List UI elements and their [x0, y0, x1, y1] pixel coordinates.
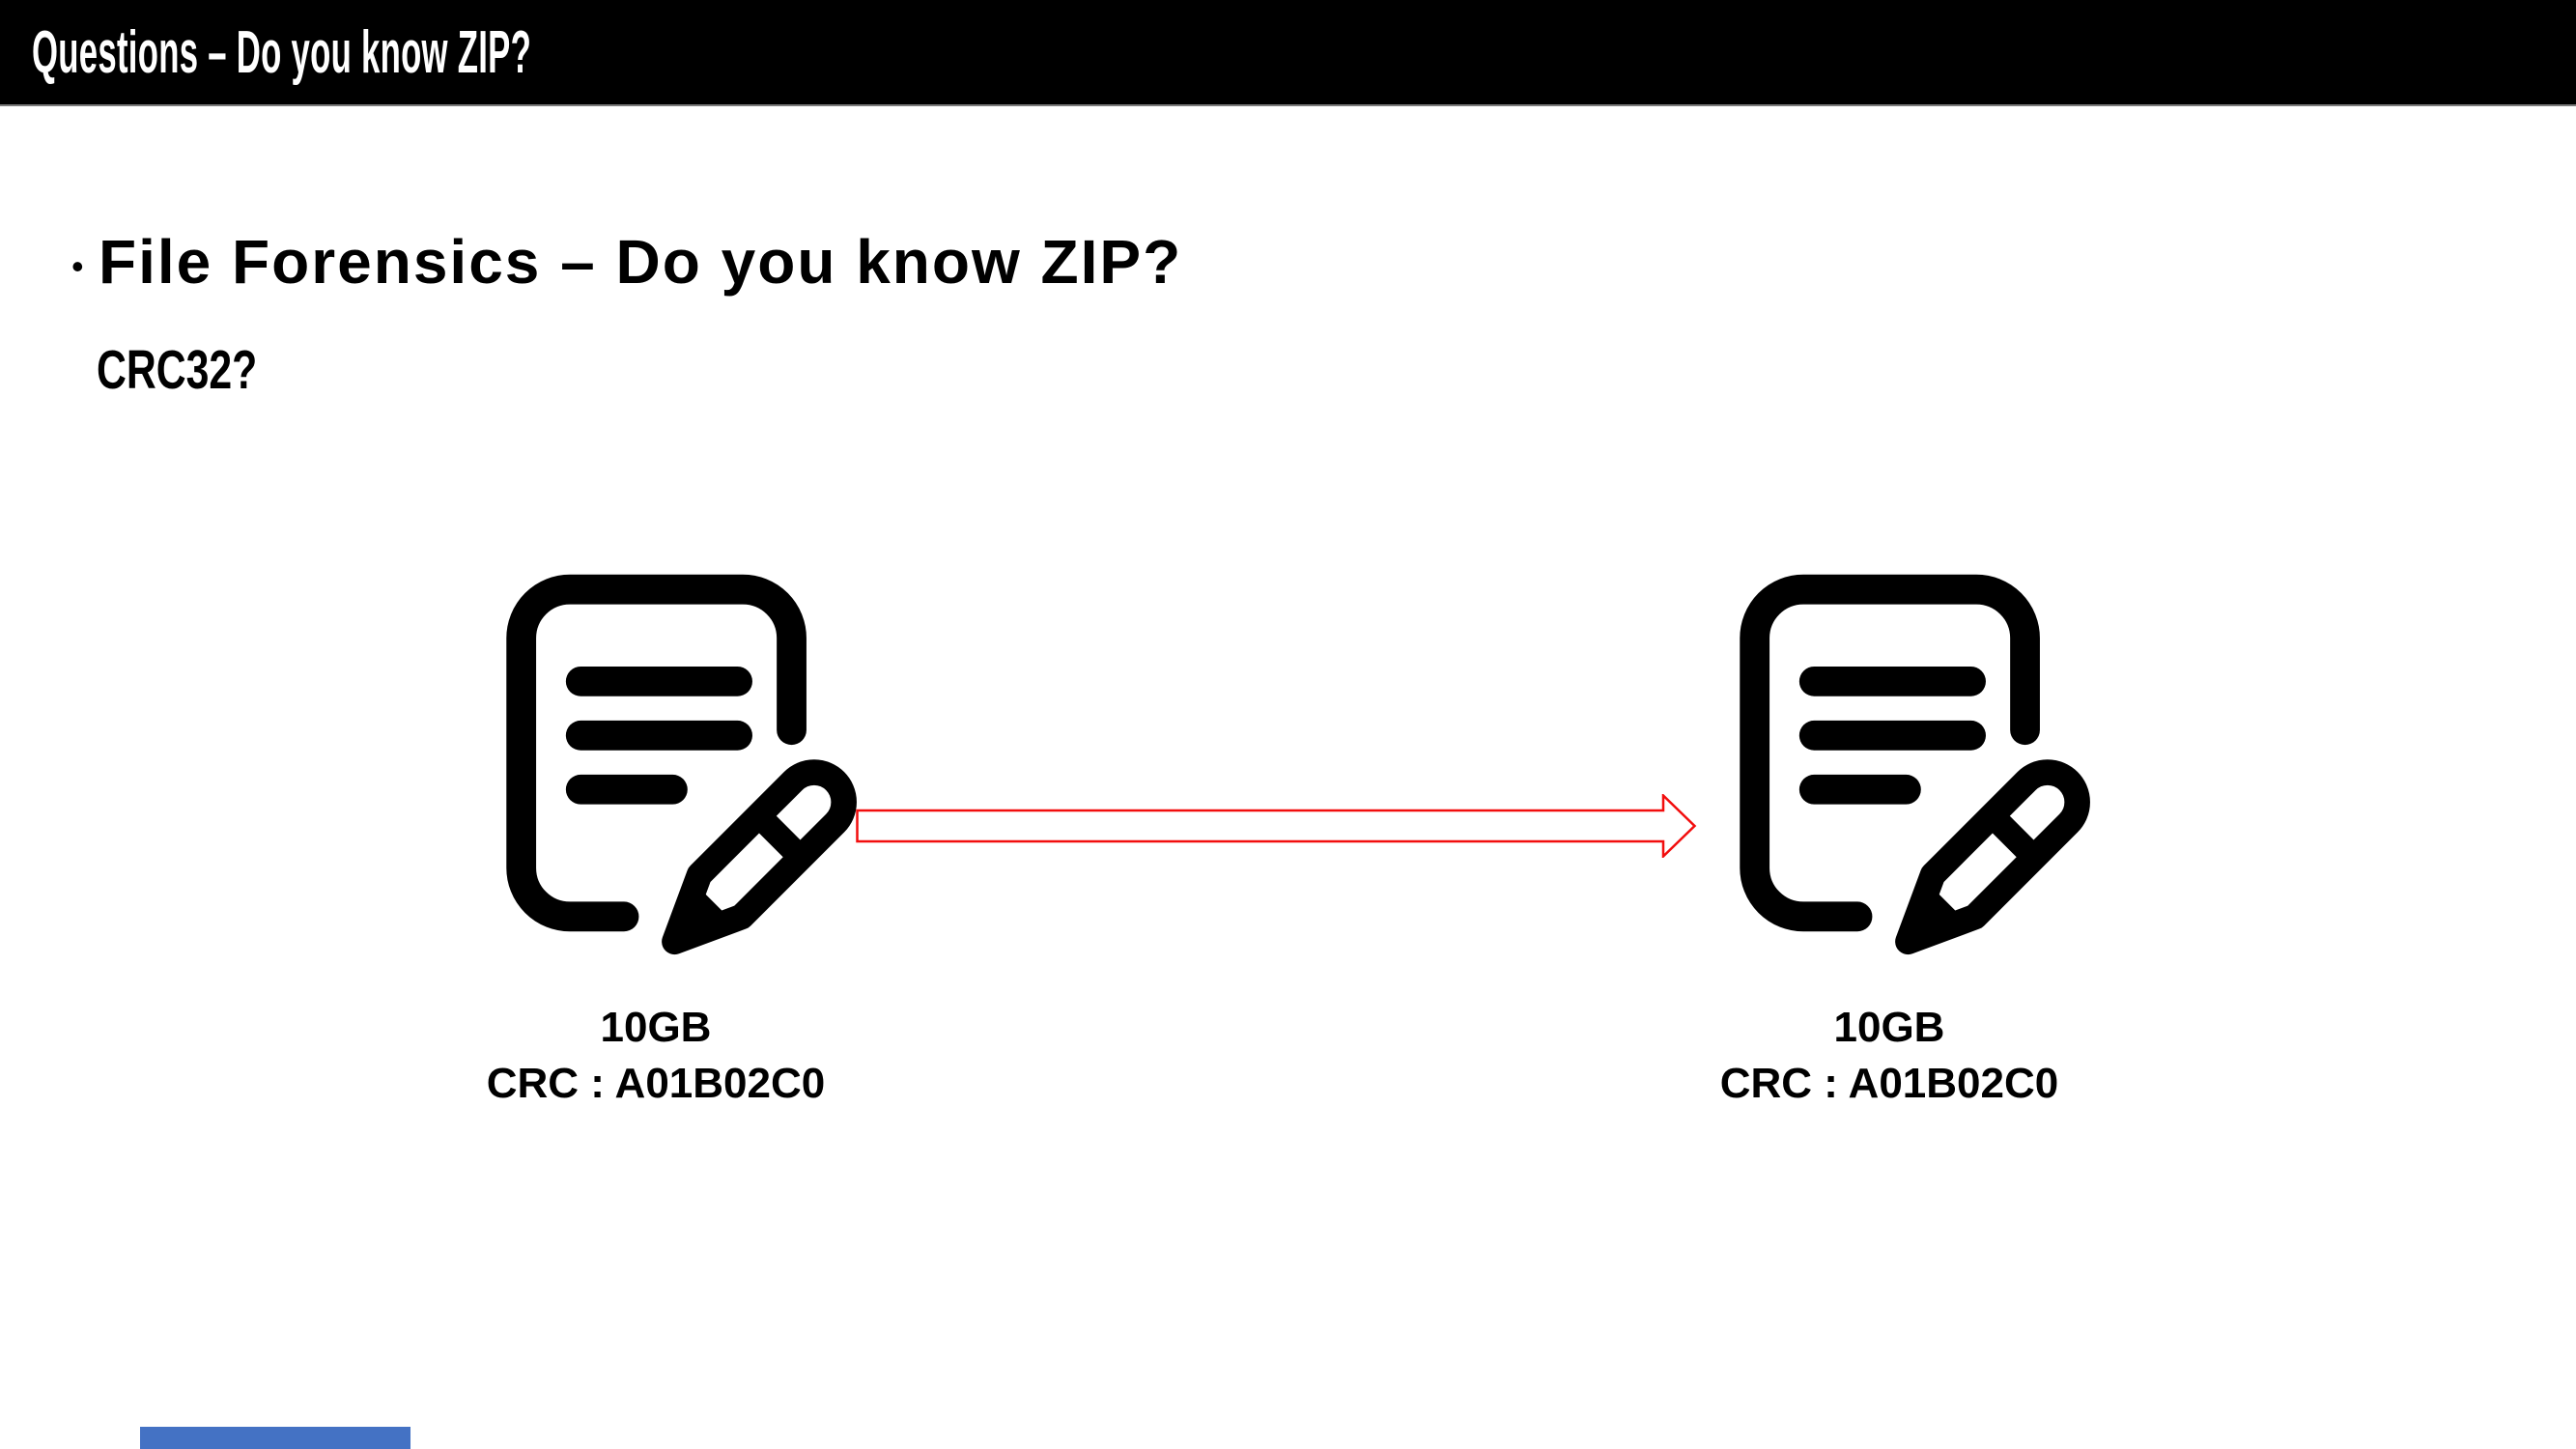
document-edit-icon — [506, 574, 857, 955]
document-edit-icon — [1740, 574, 2090, 955]
header-bar: Questions – Do you know ZIP? — [0, 0, 2576, 106]
bullet-marker: • — [71, 246, 84, 286]
target-file-crc: CRC : A01B02C0 — [1719, 1060, 2059, 1107]
page-title: Questions – Do you know ZIP? — [32, 18, 532, 86]
transfer-arrow-icon — [856, 794, 1697, 858]
source-file-label: 10GB CRC : A01B02C0 — [366, 1000, 946, 1112]
source-file-size: 10GB — [600, 1004, 712, 1051]
source-file-crc: CRC : A01B02C0 — [486, 1060, 826, 1107]
target-file-label: 10GB CRC : A01B02C0 — [1599, 1000, 2179, 1112]
bullet-heading: File Forensics – Do you know ZIP? — [99, 227, 1183, 297]
footer-accent-bar — [140, 1427, 410, 1449]
subheading-crc32: CRC32? — [97, 339, 258, 401]
target-file-size: 10GB — [1833, 1004, 1945, 1051]
